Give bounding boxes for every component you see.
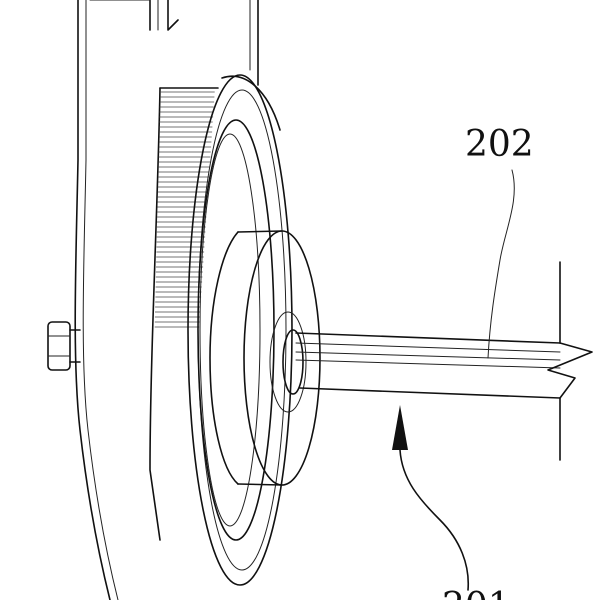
bolt-head [47,321,81,371]
arrow-head-icon [392,405,408,450]
frame-plate [74,0,259,600]
leader-201 [392,405,470,591]
bearing-hub [209,230,321,486]
shaft [295,261,593,461]
label-201: 201 [442,586,511,600]
toothed-belt [149,87,219,541]
leader-202 [487,169,515,359]
pulley-disc [187,74,293,586]
label-202: 202 [465,124,534,165]
